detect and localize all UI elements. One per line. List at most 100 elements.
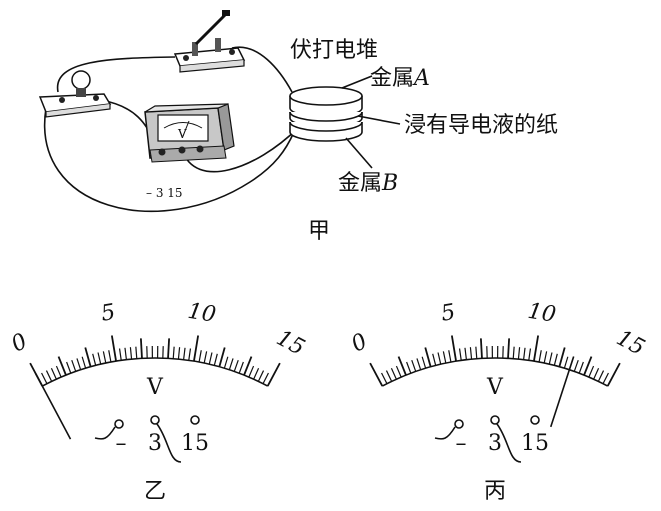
- dial-tick: [406, 361, 412, 374]
- terminal-negative: [454, 419, 464, 429]
- scale-label-5: 5: [439, 300, 457, 327]
- wire-voltmeter-to-pile: [181, 127, 299, 173]
- scale-label-5: 5: [99, 300, 117, 327]
- dial-needle: [35, 373, 72, 440]
- leader-paper: [357, 115, 401, 125]
- dial-tick: [464, 347, 467, 360]
- unit-label: V: [486, 375, 504, 400]
- dial-arc: [41, 357, 269, 387]
- metal-b-disk: [289, 121, 363, 132]
- dial-tick: [458, 348, 462, 361]
- voltmeter-terminal-labels: – 3 15: [146, 186, 183, 200]
- dial-tick: [84, 347, 92, 368]
- dial-tick: [390, 368, 397, 380]
- metal-b-letter: B: [381, 171, 398, 196]
- dial-tick: [213, 353, 218, 366]
- dial-scale: [369, 335, 621, 387]
- dial-tick: [97, 352, 102, 365]
- dial-arc: [381, 357, 609, 387]
- dial-tick: [479, 338, 483, 359]
- dial-tick: [177, 347, 181, 360]
- voltaic-pile: [289, 86, 363, 142]
- paper-label: 浸有导电液的纸: [404, 113, 558, 138]
- dial-tick: [218, 347, 226, 368]
- metal-a-letter: A: [412, 66, 430, 91]
- dial-tick: [233, 359, 239, 372]
- terminal-3v: [490, 415, 500, 425]
- dial-tick: [172, 346, 175, 359]
- dial-tick: [507, 338, 511, 359]
- terminal-group: – 3 15: [94, 415, 209, 463]
- metal-a-disk: [289, 86, 363, 106]
- caption-jia: 甲: [308, 219, 330, 244]
- terminal-label-3: 3: [148, 431, 162, 456]
- dial-tick: [223, 356, 229, 369]
- leader-metal-a: [341, 75, 373, 89]
- voltmeter-face: [157, 114, 209, 142]
- metal-b-prefix: 金属: [338, 171, 382, 196]
- knife-switch: [173, 10, 246, 73]
- terminal-3v: [150, 415, 160, 425]
- dial-tick: [102, 351, 107, 364]
- metal-a-prefix: 金属: [370, 66, 414, 91]
- dial-tick: [57, 356, 67, 376]
- dial-tick: [129, 347, 133, 360]
- dial-tick: [553, 353, 558, 366]
- dial-tick: [92, 353, 97, 366]
- dial-needle: [549, 356, 575, 428]
- terminal-label-15: 15: [521, 431, 549, 456]
- dial-tick: [411, 359, 417, 372]
- dial-tick: [563, 356, 569, 369]
- dial-tick: [41, 372, 48, 384]
- voltmeter-device: V – 3 15: [144, 103, 235, 200]
- dial-tick: [183, 347, 186, 360]
- dial-tick: [588, 365, 595, 378]
- dial-tick: [578, 361, 584, 374]
- dial-tick: [118, 348, 122, 361]
- wire-positive: [496, 423, 522, 463]
- dial-tick: [597, 370, 605, 382]
- dial-tick: [369, 362, 384, 387]
- circuit-figure: V – 3 15 伏打电堆 金属A 浸有导电液的纸 金属B 甲: [38, 10, 558, 244]
- metal-a-label: 金属A: [370, 66, 430, 91]
- dial-tick: [593, 368, 600, 380]
- dial-tick: [50, 368, 57, 380]
- dial-tick: [188, 348, 192, 361]
- dial-tick: [606, 362, 621, 387]
- caption-yi: 乙: [144, 479, 166, 504]
- voltmeter-dial-bing: 0 5 10 15 V – 3 15 丙: [348, 299, 649, 504]
- wire-negative: [434, 426, 456, 440]
- dial-tick: [262, 372, 269, 384]
- terminal-15v: [530, 415, 540, 425]
- dial-tick: [45, 370, 53, 382]
- dial-tick: [533, 335, 540, 362]
- terminal-label-15: 15: [181, 431, 209, 456]
- scale-label-0: 0: [8, 329, 32, 358]
- dial-tick: [135, 346, 138, 359]
- dial-tick: [397, 356, 407, 376]
- scale-label-0: 0: [348, 329, 372, 358]
- dial-tick: [66, 361, 72, 374]
- dial-tick: [543, 351, 548, 364]
- scale-label-10: 10: [186, 299, 218, 328]
- voltmeter-dial-yi: 0 5 10 15 V – 3 15 乙: [8, 299, 309, 504]
- dial-tick: [450, 335, 457, 362]
- dial-tick: [432, 353, 437, 366]
- caption-bing: 丙: [484, 479, 506, 504]
- bulb-glass: [71, 70, 91, 90]
- dial-tick: [416, 358, 422, 370]
- dial-tick: [558, 347, 566, 368]
- dial-tick: [421, 356, 427, 369]
- dial-tick: [385, 370, 393, 382]
- scale-label-15: 15: [612, 326, 648, 361]
- terminal-15v: [190, 415, 200, 425]
- dial-tick: [167, 338, 171, 359]
- scale-label-15: 15: [272, 326, 308, 361]
- scale-label-10: 10: [526, 299, 558, 328]
- dial-tick: [583, 356, 593, 376]
- dial-tick: [193, 335, 200, 362]
- dial-tick: [203, 351, 208, 364]
- dial-tick: [208, 352, 213, 365]
- dial-tick: [475, 346, 478, 359]
